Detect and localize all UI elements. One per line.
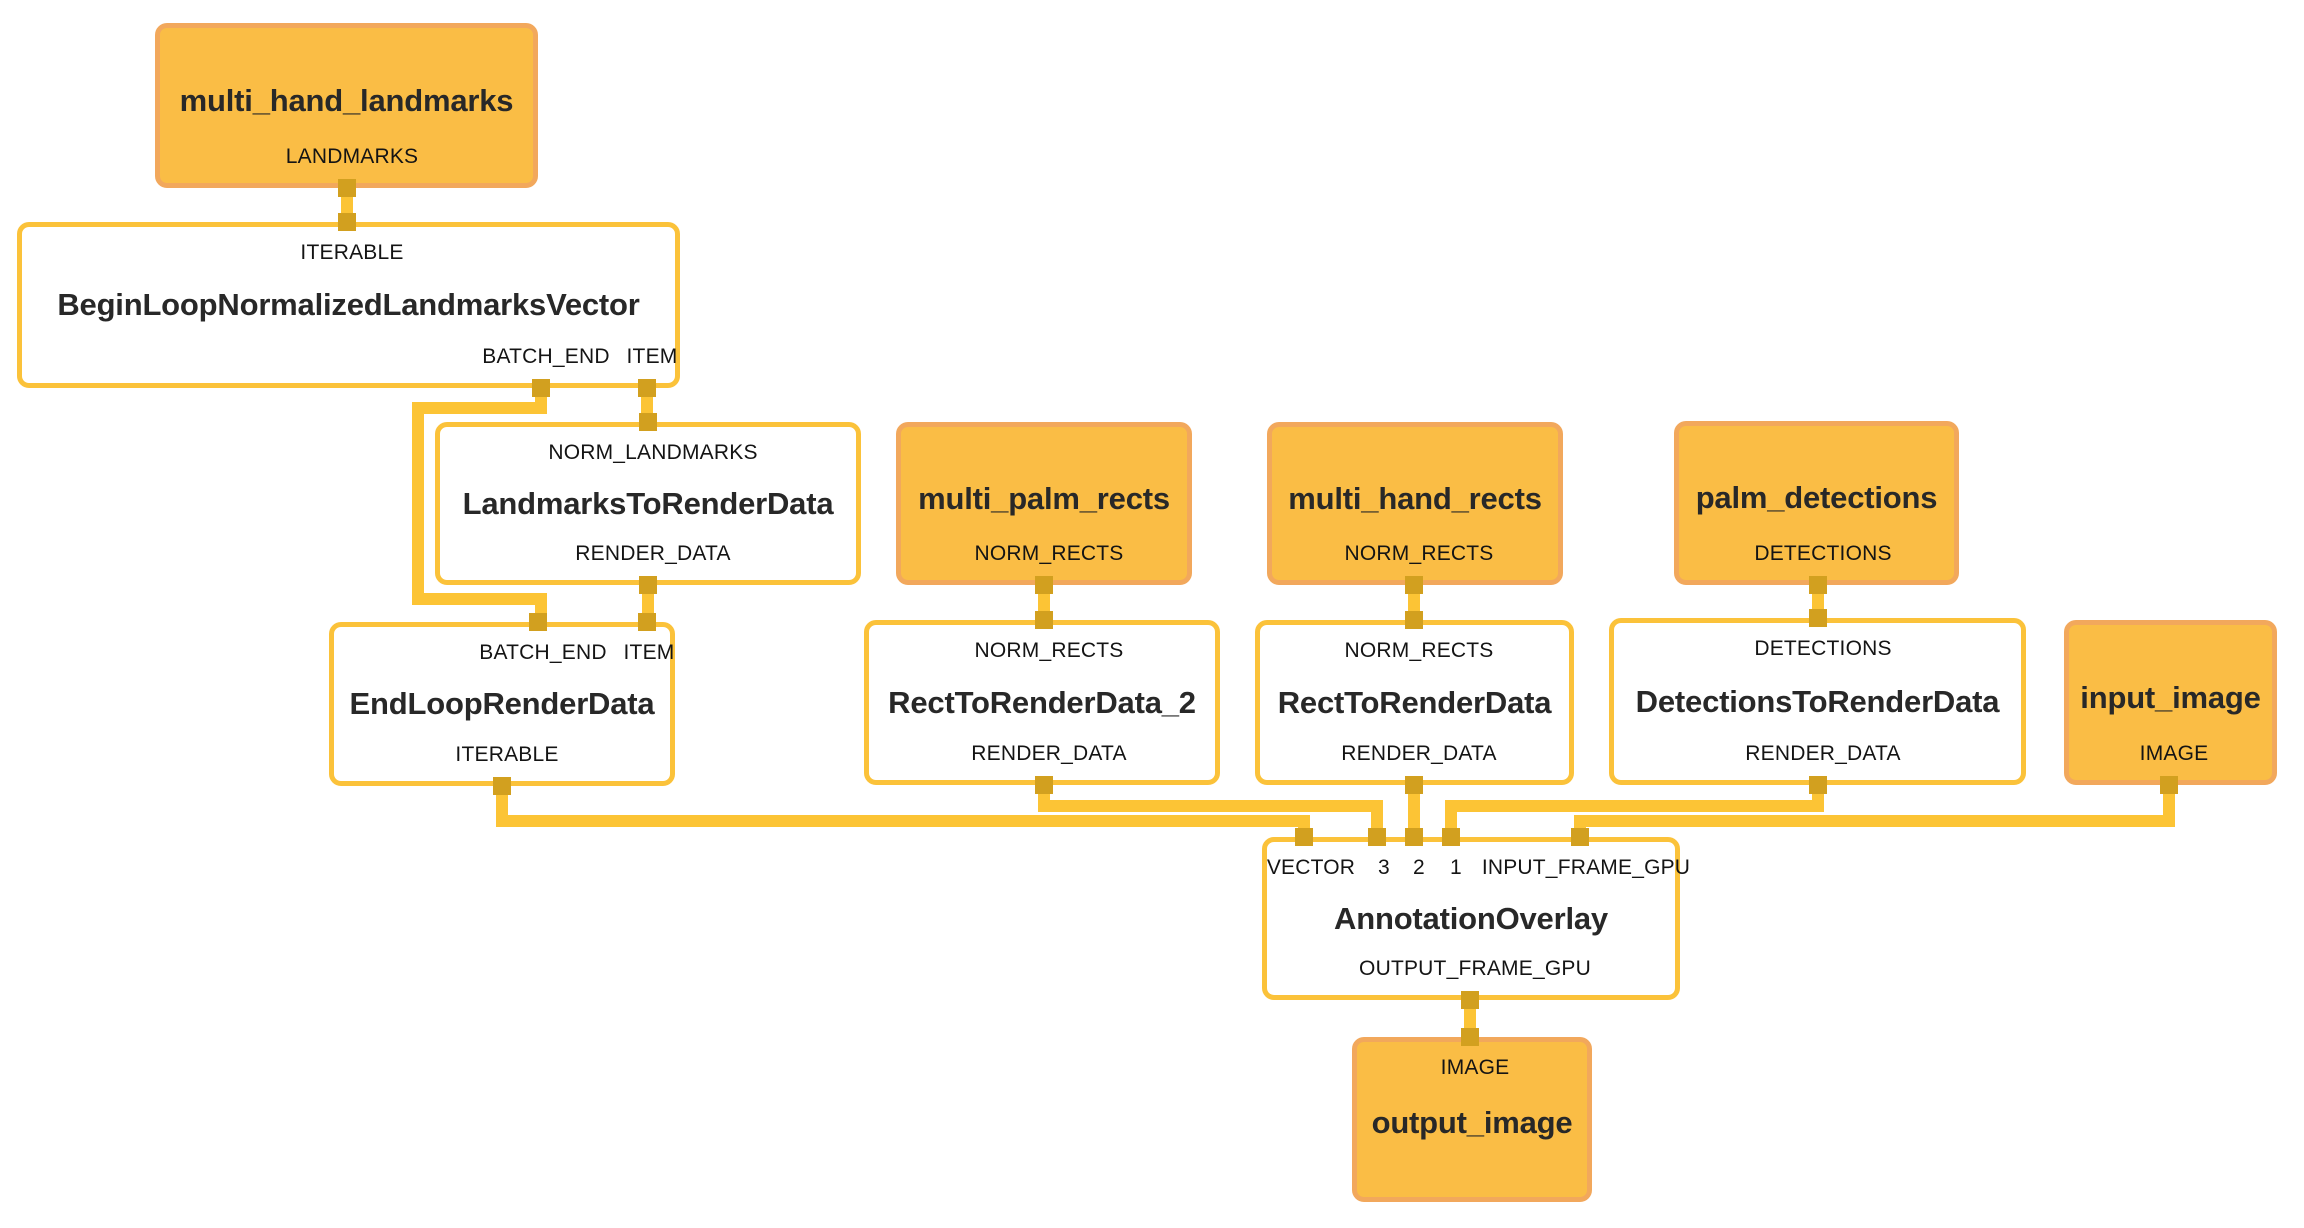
port-stub [1035, 611, 1053, 629]
node-title: LandmarksToRenderData [462, 485, 834, 521]
node-title: palm_detections [1695, 480, 1938, 516]
port-label-detections: DETECTIONS [1754, 637, 1892, 660]
port-stub [1035, 576, 1053, 594]
port-stub [1295, 828, 1313, 846]
port-stub [338, 179, 356, 197]
node-title: input_image [2080, 679, 2261, 715]
edge-line [496, 815, 1310, 827]
node-title: AnnotationOverlay [1334, 900, 1608, 936]
port-stub [638, 613, 656, 631]
node-annotation-overlay[interactable]: VECTOR 3 2 1 INPUT_FRAME_GPU AnnotationO… [1262, 837, 1690, 1000]
node-rect-to-render-data[interactable]: NORM_RECTS RectToRenderData RENDER_DATA [1255, 620, 1574, 785]
port-label-input-frame-gpu: INPUT_FRAME_GPU [1481, 856, 1691, 879]
node-begin-loop-normalized-landmarks-vector[interactable]: ITERABLE BeginLoopNormalizedLandmarksVec… [17, 222, 680, 388]
port-stub [1035, 776, 1053, 794]
port-stub [639, 413, 657, 431]
node-multi-hand-landmarks[interactable]: multi_hand_landmarks LANDMARKS [155, 23, 538, 188]
port-stub [1405, 776, 1423, 794]
port-stub [1809, 576, 1827, 594]
port-label-image: IMAGE [2139, 742, 2209, 765]
port-stub [338, 213, 356, 231]
edge-line [1038, 800, 1383, 812]
node-title: EndLoopRenderData [349, 686, 655, 721]
port-label-batch-end: BATCH_END [482, 345, 610, 368]
port-label-batch-end: BATCH_END [479, 641, 607, 664]
node-title: DetectionsToRenderData [1635, 683, 2000, 719]
port-label-image: IMAGE [1440, 1056, 1510, 1079]
node-title: RectToRenderData_2 [888, 684, 1196, 720]
port-label-output-frame-gpu: OUTPUT_FRAME_GPU [1359, 957, 1591, 980]
node-multi-palm-rects[interactable]: multi_palm_rects NORM_RECTS [896, 422, 1192, 585]
port-stub [1405, 611, 1423, 629]
port-label-iterable: ITERABLE [300, 241, 404, 264]
port-stub [529, 613, 547, 631]
edge-line [1574, 815, 2175, 827]
edge-line [1445, 800, 1824, 812]
node-landmarks-to-render-data[interactable]: NORM_LANDMARKS LandmarksToRenderData REN… [435, 422, 861, 585]
edge-line [412, 593, 547, 605]
port-label-item: ITEM [623, 641, 675, 664]
port-stub [1405, 576, 1423, 594]
port-stub [1461, 991, 1479, 1009]
port-label-3: 3 [1378, 856, 1390, 879]
edge-line [412, 402, 547, 414]
port-label-render-data: RENDER_DATA [971, 742, 1127, 765]
node-title: multi_hand_landmarks [179, 82, 514, 118]
node-title: output_image [1371, 1104, 1573, 1140]
edge-line [1445, 800, 1457, 837]
edge-line [1408, 785, 1420, 837]
port-label-norm-rects: NORM_RECTS [974, 542, 1124, 565]
node-end-loop-render-data[interactable]: BATCH_END ITEM EndLoopRenderData ITERABL… [329, 622, 675, 786]
port-label-norm-rects: NORM_RECTS [974, 639, 1124, 662]
port-stub [1571, 828, 1589, 846]
edge-line [1464, 1000, 1476, 1037]
node-input-image[interactable]: input_image IMAGE [2064, 620, 2277, 785]
port-label-render-data: RENDER_DATA [1745, 742, 1901, 765]
port-label-landmarks: LANDMARKS [285, 145, 419, 168]
port-label-iterable: ITERABLE [455, 743, 559, 766]
port-stub [493, 777, 511, 795]
port-stub [1405, 828, 1423, 846]
port-label-detections: DETECTIONS [1754, 542, 1892, 565]
port-stub [1442, 828, 1460, 846]
port-label-2: 2 [1413, 856, 1425, 879]
node-palm-detections[interactable]: palm_detections DETECTIONS [1674, 421, 1959, 585]
port-stub [639, 576, 657, 594]
node-output-image[interactable]: IMAGE output_image [1352, 1037, 1592, 1202]
port-label-norm-rects: NORM_RECTS [1344, 639, 1494, 662]
node-title: RectToRenderData [1277, 684, 1552, 720]
node-multi-hand-rects[interactable]: multi_hand_rects NORM_RECTS [1267, 422, 1563, 585]
port-stub [1461, 1028, 1479, 1046]
port-stub [1809, 776, 1827, 794]
port-stub [1368, 828, 1386, 846]
port-label-vector: VECTOR [1266, 856, 1356, 879]
port-label-1: 1 [1450, 856, 1462, 879]
port-label-norm-landmarks: NORM_LANDMARKS [548, 441, 758, 464]
port-stub [2160, 776, 2178, 794]
port-stub [532, 379, 550, 397]
port-stub [1809, 609, 1827, 627]
edge-line [1371, 800, 1383, 837]
node-title: multi_palm_rects [918, 480, 1170, 516]
port-label-render-data: RENDER_DATA [575, 542, 731, 565]
node-rect-to-render-data-2[interactable]: NORM_RECTS RectToRenderData_2 RENDER_DAT… [864, 620, 1220, 785]
port-label-item: ITEM [626, 345, 678, 368]
node-title: multi_hand_rects [1288, 480, 1542, 516]
port-stub [638, 379, 656, 397]
port-label-render-data: RENDER_DATA [1341, 742, 1497, 765]
port-label-norm-rects: NORM_RECTS [1344, 542, 1494, 565]
node-detections-to-render-data[interactable]: DETECTIONS DetectionsToRenderData RENDER… [1609, 618, 2026, 785]
edge-line [642, 585, 654, 622]
node-title: BeginLoopNormalizedLandmarksVector [57, 287, 640, 322]
edge-line [412, 402, 424, 605]
